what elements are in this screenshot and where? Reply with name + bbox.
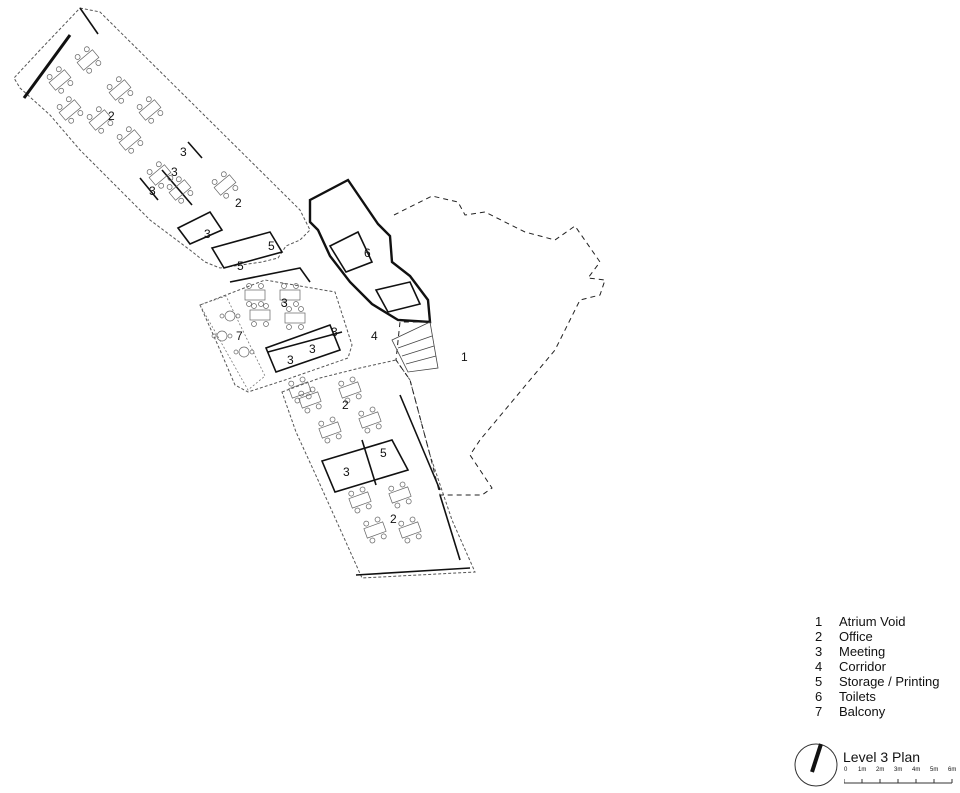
room-label-meeting-a: 3 — [180, 145, 187, 159]
room-label-corridor: 4 — [371, 329, 378, 343]
desk-cluster — [136, 96, 164, 124]
legend-item: 1 Atrium Void — [815, 614, 939, 629]
legend-label: Corridor — [839, 659, 886, 674]
room-legend: 1 Atrium Void 2 Office 3 Meeting 4 Corridor 5 Sto… — [815, 614, 939, 719]
legend-item: 2 Office — [815, 629, 939, 644]
scale-tick-label: 3m — [894, 767, 903, 773]
desk-cluster — [284, 306, 306, 330]
room-label-meeting-f: 3 — [309, 342, 316, 356]
room-label-meeting-g: 3 — [287, 353, 294, 367]
desk-cluster — [46, 66, 74, 94]
scale-bar — [844, 779, 953, 784]
legend-item: 4 Corridor — [815, 659, 939, 674]
north-arrow-icon — [794, 743, 838, 787]
room-label-atrium-void: 1 — [461, 350, 468, 364]
walls — [22, 7, 471, 576]
desk-cluster — [338, 376, 362, 404]
desk-cluster — [166, 176, 194, 204]
legend-label: Toilets — [839, 689, 876, 704]
room-label-office-south: 2 — [342, 398, 349, 412]
furniture-layer — [46, 46, 422, 544]
legend-number: 3 — [815, 644, 823, 659]
legend-label: Office — [839, 629, 873, 644]
legend-label: Storage / Printing — [839, 674, 940, 689]
room-label-toilets: 6 — [364, 246, 371, 260]
scale-tick-label: 1m — [858, 767, 867, 773]
desk-cluster — [74, 46, 102, 74]
desk-cluster — [56, 96, 84, 124]
legend-number: 7 — [815, 704, 823, 719]
room-label-meeting-large: 3 — [281, 296, 288, 310]
desk-cluster — [249, 303, 271, 327]
legend-label: Balcony — [839, 704, 886, 719]
desk-cluster — [146, 161, 174, 189]
scale-tick-label: 2m — [876, 767, 885, 773]
stair — [391, 321, 439, 373]
desk-cluster — [398, 516, 422, 544]
room-label-storage-c: 5 — [380, 446, 387, 460]
balcony-table — [219, 310, 241, 322]
desk-cluster — [358, 406, 382, 434]
building-outline — [13, 7, 476, 579]
desk-cluster — [279, 283, 301, 307]
desk-cluster — [298, 386, 322, 414]
room-label-office-nw: 2 — [108, 109, 115, 123]
room-label-office-mid: 2 — [235, 196, 242, 210]
scale-bar-labels: 0 1m 2m 3m 4m 5m 6m — [844, 767, 957, 777]
legend-item: 3 Meeting — [815, 644, 939, 659]
legend-item: 6 Toilets — [815, 689, 939, 704]
plan-title: Level 3 Plan — [843, 749, 921, 765]
desk-cluster — [288, 376, 312, 404]
balcony-outline — [199, 295, 266, 391]
room-label-meeting-d: 3 — [204, 227, 211, 241]
room-label-meeting-h: 3 — [343, 465, 350, 479]
legend-label: Meeting — [839, 644, 886, 659]
desk-cluster — [318, 416, 342, 444]
legend-item: 7 Balcony — [815, 704, 939, 719]
legend-number: 5 — [815, 674, 823, 689]
scale-tick-label: 5m — [930, 767, 939, 773]
legend-label: Atrium Void — [839, 614, 906, 629]
legend-number: 4 — [815, 659, 823, 674]
room-label-meeting-b: 3 — [171, 165, 178, 179]
desk-cluster — [86, 106, 114, 134]
desk-cluster — [211, 171, 239, 199]
room-label-storage-a: 5 — [237, 259, 244, 273]
legend-number: 2 — [815, 629, 823, 644]
room-label-office-se: 2 — [390, 512, 397, 526]
room-label-balcony: 7 — [236, 329, 243, 343]
legend-number: 1 — [815, 614, 823, 629]
atrium-void-outline — [393, 195, 606, 496]
balcony-table — [233, 346, 255, 358]
room-label-meeting-e: 3 — [331, 325, 338, 339]
desk-cluster — [363, 516, 387, 544]
desk-cluster — [348, 486, 372, 514]
scale-tick-label: 4m — [912, 767, 921, 773]
desk-cluster — [116, 126, 144, 154]
title-block: Level 3 Plan 0 1m 2m 3m 4m 5m 6m — [792, 740, 960, 790]
scale-tick-label: 0 — [844, 767, 848, 773]
desk-cluster — [244, 283, 266, 307]
desk-cluster — [106, 76, 134, 104]
legend-number: 6 — [815, 689, 823, 704]
scale-tick-label: 6m — [948, 767, 957, 773]
room-label-storage-b: 5 — [268, 239, 275, 253]
legend-item: 5 Storage / Printing — [815, 674, 939, 689]
room-label-meeting-c: 3 — [149, 184, 156, 198]
desk-cluster — [388, 481, 412, 509]
balcony-table — [211, 330, 233, 342]
